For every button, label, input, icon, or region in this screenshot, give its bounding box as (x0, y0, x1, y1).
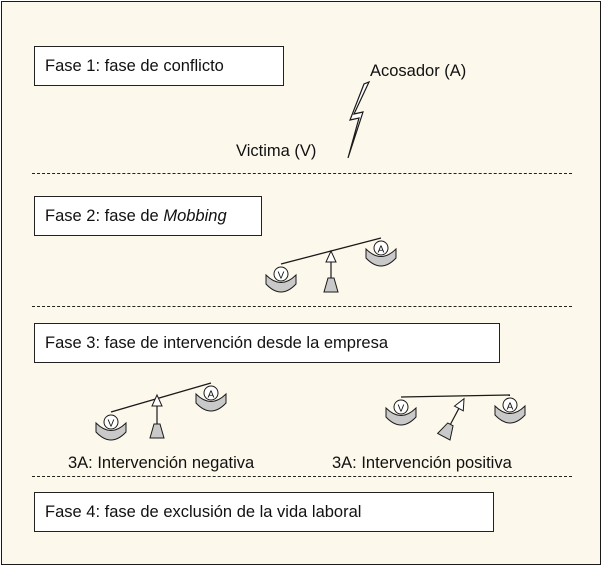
victim-pan: V (385, 399, 417, 426)
phase-3-box: Fase 3: fase de intervención desde la em… (34, 323, 500, 363)
scale-negative: V A (95, 382, 227, 441)
victim-pan: V (95, 414, 127, 441)
aggressor-letter: A (378, 245, 385, 256)
divider-1 (32, 173, 572, 174)
aggressor-letter: A (208, 390, 215, 401)
outcome-positive-label: 3A: Intervención positiva (332, 454, 512, 472)
scale-positive: V A (385, 394, 526, 441)
aggressor-label: Acosador (A) (370, 62, 467, 80)
phase-1-box: Fase 1: fase de conflicto (34, 46, 284, 86)
conflict-lightning-icon (347, 80, 371, 159)
aggressor-pan: A (494, 397, 526, 424)
divider-2 (32, 306, 572, 307)
phase-1-label: Fase 1: fase de conflicto (45, 56, 224, 75)
scale-beam (110, 382, 212, 413)
phase-4-label: Fase 4: fase de exclusión de la vida lab… (45, 502, 362, 521)
scale-fulcrum (323, 277, 339, 293)
divider-3 (32, 476, 572, 477)
phase-3-label: Fase 3: fase de intervención desde la em… (45, 333, 389, 352)
outcome-negative-label: 3A: Intervención negativa (68, 454, 255, 472)
scale-phase-2: V A (265, 237, 397, 293)
phase-2-label: Fase 2: fase de Mobbing (45, 207, 227, 226)
victim-letter: V (398, 404, 405, 415)
phase-2-box: Fase 2: fase de Mobbing (34, 196, 262, 236)
scale-fulcrum (436, 422, 454, 441)
phase-2-emphasis: Mobbing (163, 206, 227, 225)
scale-arrowhead (151, 393, 163, 407)
aggressor-pan: A (195, 385, 227, 412)
victim-letter: V (278, 271, 285, 282)
victim-pan: V (265, 266, 297, 293)
scale-pillar (449, 406, 461, 425)
scale-arrowhead (453, 397, 465, 412)
scale-arrowhead (325, 249, 337, 263)
victim-label: Victima (V) (236, 142, 317, 160)
phase-4-box: Fase 4: fase de exclusión de la vida lab… (34, 492, 494, 532)
victim-letter: V (108, 419, 115, 430)
phase-2-prefix: Fase 2: fase de (45, 206, 164, 225)
aggressor-letter: A (507, 402, 514, 413)
scale-beam (400, 394, 511, 398)
scale-fulcrum (149, 423, 165, 439)
aggressor-pan: A (365, 240, 397, 267)
